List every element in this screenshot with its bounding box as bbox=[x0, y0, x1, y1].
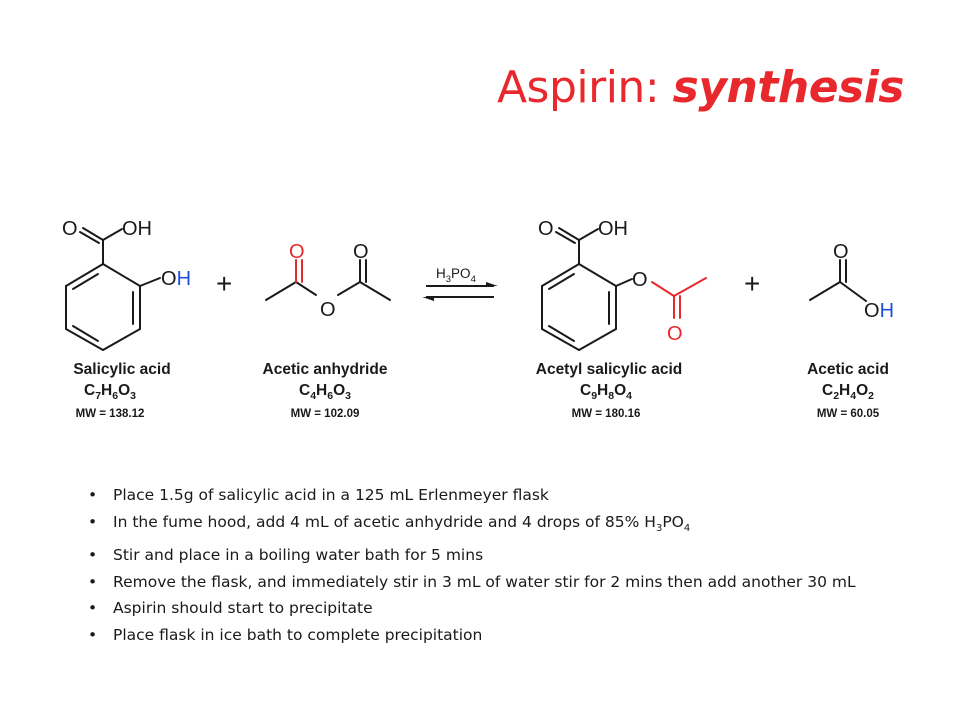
acetic-oh: OH bbox=[864, 300, 894, 322]
compound-name-acetic: Acetic acid bbox=[807, 361, 889, 378]
formula-aspirin-h-sub: 8 bbox=[608, 390, 614, 402]
bullet-text: Stir and place in a boiling water bath f… bbox=[113, 546, 484, 565]
formula-acetic-h: H bbox=[839, 382, 850, 399]
formula-salicylic-o-sub: 3 bbox=[130, 390, 136, 402]
catalyst-h: H bbox=[436, 266, 446, 281]
salicylic-phenol-o: O bbox=[161, 268, 177, 290]
bullet-text: Remove the flask, and immediately stir i… bbox=[113, 572, 856, 591]
formula-acetic-o: O bbox=[856, 382, 868, 399]
list-item: • Place 1.5g of salicylic acid in a 125 m… bbox=[88, 482, 908, 509]
bullet-text: In the fume hood, add 4 mL of acetic anh… bbox=[113, 512, 656, 531]
acetic-o: O bbox=[864, 300, 880, 322]
catalyst-label: H3PO4 bbox=[436, 266, 476, 285]
acetic-carbonyl-o: O bbox=[833, 241, 849, 263]
bullet-sub-3: 3 bbox=[655, 522, 663, 534]
anhydride-reactive-o: O bbox=[289, 241, 305, 263]
bullet-marker: • bbox=[88, 599, 98, 618]
acetic-h: H bbox=[880, 300, 894, 322]
formula-anhydride-h: H bbox=[316, 382, 327, 399]
formula-acetic-o-sub: 2 bbox=[868, 390, 874, 402]
plus-sign-reactants: + bbox=[216, 268, 232, 299]
bullet-text: Place 1.5g of salicylic acid in a 125 mL… bbox=[113, 486, 549, 504]
formula-aspirin-h: H bbox=[597, 382, 608, 399]
formula-salicylic-c: C bbox=[84, 382, 95, 399]
formula-salicylic-o: O bbox=[118, 382, 130, 399]
bullet-marker: • bbox=[88, 546, 98, 565]
formula-aspirin-o-sub: 4 bbox=[626, 390, 632, 402]
formula-acetic-h-sub: 4 bbox=[850, 390, 856, 402]
salicylic-oh: OH bbox=[122, 218, 152, 240]
formula-acetic-c-sub: 2 bbox=[833, 390, 839, 402]
reaction-scheme: O OH OH + O O O H3PO4 O OH O O + O OH Sa… bbox=[62, 218, 894, 420]
salicylic-phenol-oh: OH bbox=[161, 268, 191, 290]
aspirin-carbonyl-o: O bbox=[538, 218, 554, 240]
formula-anhydride: C4H6O3 bbox=[299, 382, 351, 402]
compound-name-salicylic: Salicylic acid bbox=[73, 361, 170, 378]
mw-anhydride: MW = 102.09 bbox=[291, 408, 360, 420]
aspirin-oh: OH bbox=[598, 218, 628, 240]
list-item: • In the fume hood, add 4 mL of acetic an… bbox=[88, 509, 908, 543]
formula-salicylic-h: H bbox=[101, 382, 112, 399]
catalyst-sub1: 3 bbox=[446, 274, 451, 285]
title-emphasis: synthesis bbox=[672, 62, 905, 113]
title-prefix: Aspirin: bbox=[496, 62, 673, 113]
mw-aspirin: MW = 180.16 bbox=[572, 408, 641, 420]
salicylic-phenol-h: H bbox=[177, 268, 191, 290]
mw-salicylic: MW = 138.12 bbox=[76, 408, 145, 420]
list-item: • Stir and place in a boiling water bath … bbox=[88, 542, 908, 569]
formula-salicylic-h-sub: 6 bbox=[112, 390, 118, 402]
formula-anhydride-o-sub: 3 bbox=[345, 390, 351, 402]
slide-title: Aspirin: synthesis bbox=[496, 62, 905, 113]
list-item: • Remove the flask, and immediately stir … bbox=[88, 569, 908, 596]
compound-name-aspirin: Acetyl salicylic acid bbox=[536, 361, 682, 378]
plus-sign-products: + bbox=[744, 268, 760, 299]
bullet-sub-4: 4 bbox=[683, 522, 691, 534]
aspirin-ester-o: O bbox=[632, 269, 648, 291]
bullet-marker: • bbox=[88, 625, 98, 644]
bullet-marker: • bbox=[88, 512, 98, 531]
list-item: • Aspirin should start to precipitate bbox=[88, 595, 908, 622]
anhydride-carbonyl-o: O bbox=[353, 241, 369, 263]
bullet-po: PO bbox=[662, 512, 684, 531]
formula-acetic: C2H4O2 bbox=[822, 382, 874, 402]
mw-acetic: MW = 60.05 bbox=[817, 408, 880, 420]
formula-aspirin-o: O bbox=[614, 382, 626, 399]
catalyst-po: PO bbox=[451, 266, 471, 281]
aspirin-acetyl-o: O bbox=[667, 323, 683, 345]
catalyst-sub2: 4 bbox=[471, 274, 476, 285]
formula-salicylic: C7H6O3 bbox=[84, 382, 136, 402]
bullet-text: Place flask in ice bath to complete prec… bbox=[113, 625, 483, 644]
formula-anhydride-o: O bbox=[333, 382, 345, 399]
formula-aspirin-c: C bbox=[580, 382, 591, 399]
formula-acetic-c: C bbox=[822, 382, 833, 399]
compound-name-anhydride: Acetic anhydride bbox=[263, 361, 388, 378]
bullet-marker: • bbox=[88, 572, 98, 591]
bullet-marker: • bbox=[88, 486, 98, 504]
list-item: • Place flask in ice bath to complete pre… bbox=[88, 622, 908, 649]
formula-aspirin-c-sub: 9 bbox=[591, 390, 597, 402]
formula-salicylic-c-sub: 7 bbox=[95, 390, 101, 402]
anhydride-bridge-o: O bbox=[320, 299, 336, 321]
procedure-list: • Place 1.5g of salicylic acid in a 125 m… bbox=[88, 482, 908, 648]
formula-anhydride-c-sub: 4 bbox=[310, 390, 316, 402]
formula-aspirin: C9H8O4 bbox=[580, 382, 632, 402]
salicylic-carbonyl-o: O bbox=[62, 218, 78, 240]
formula-anhydride-c: C bbox=[299, 382, 310, 399]
bullet-text: Aspirin should start to precipitate bbox=[113, 599, 373, 618]
formula-anhydride-h-sub: 6 bbox=[327, 390, 333, 402]
